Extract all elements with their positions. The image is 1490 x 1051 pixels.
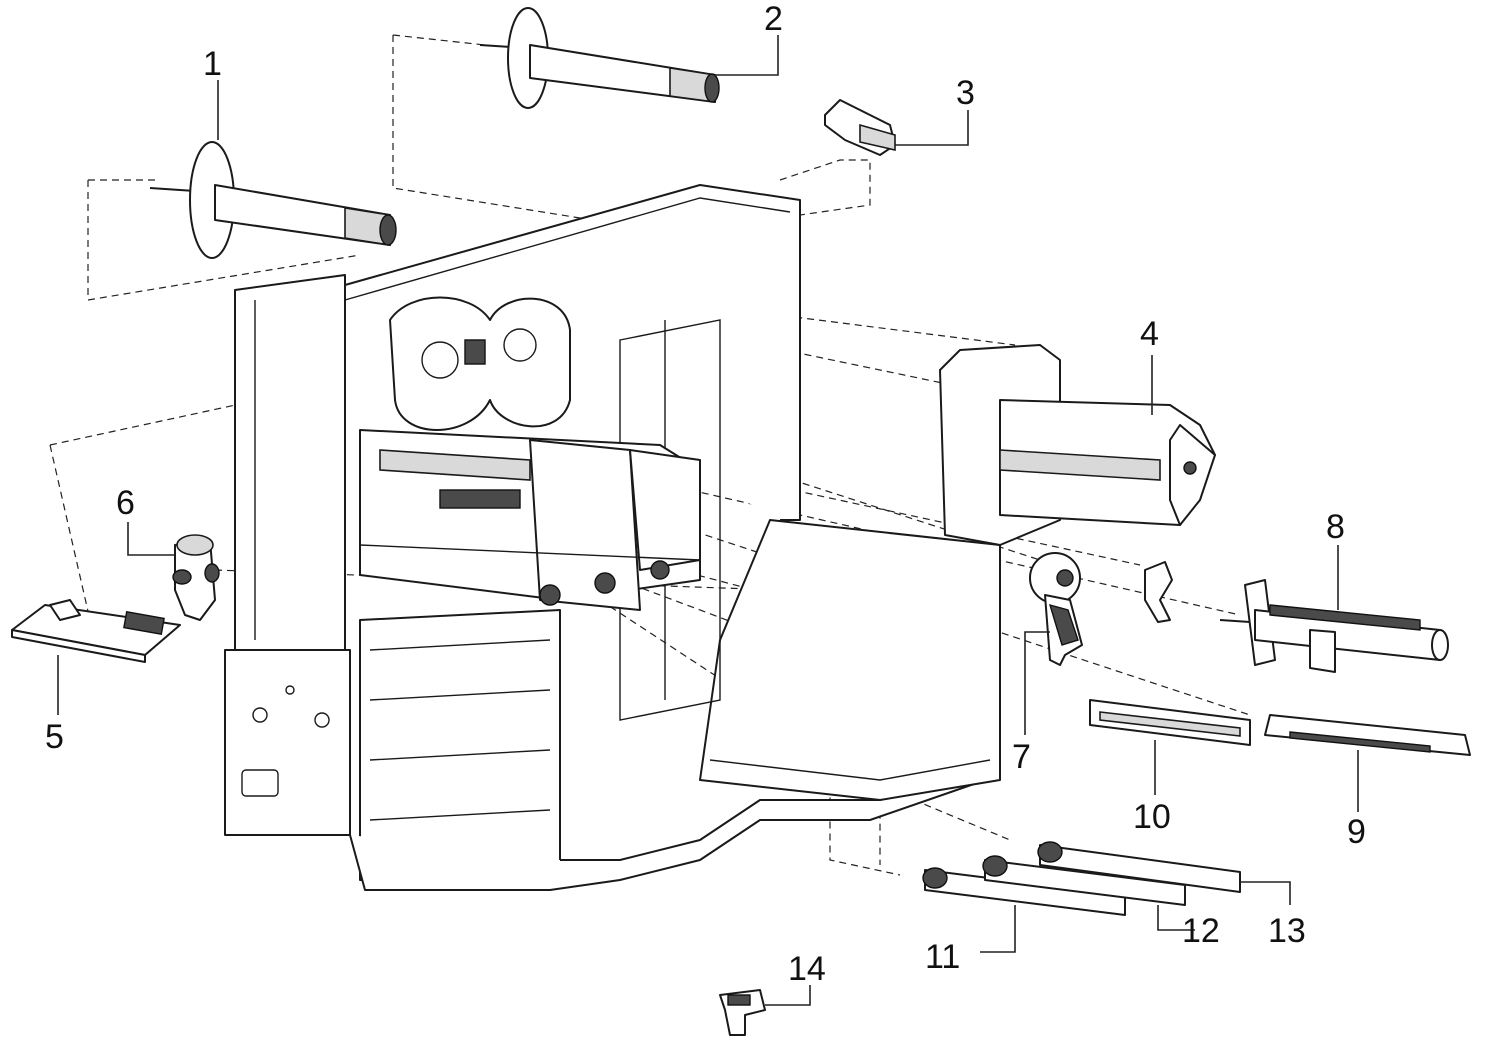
part-14-clip: [719, 989, 766, 1036]
part-10-rail: [1089, 699, 1251, 746]
callout-11: 11: [925, 938, 960, 976]
part-1-supply-spindle: [149, 141, 397, 259]
part-3-bracket: [824, 99, 896, 156]
callout-1: 1: [203, 45, 222, 83]
part-5-sensor-plate: [11, 599, 181, 663]
callout-leader-lines: [57, 35, 1359, 1006]
callout-12: 12: [1182, 912, 1220, 950]
callout-2: 2: [764, 0, 783, 38]
callout-3: 3: [956, 74, 975, 112]
callout-5: 5: [45, 718, 64, 756]
callout-9: 9: [1347, 813, 1366, 851]
part-9-tear-bar: [1264, 714, 1471, 756]
part-8-roller-assembly: [1219, 579, 1449, 673]
callout-14: 14: [788, 950, 826, 988]
callout-labels: 1 2 3 4 5 6 7 8 9 10 11 12 13 14: [45, 0, 1366, 988]
callout-13: 13: [1268, 912, 1306, 950]
callout-8: 8: [1326, 508, 1345, 546]
callout-6: 6: [116, 484, 135, 522]
callout-4: 4: [1140, 315, 1159, 353]
part-4-cover: [939, 344, 1216, 546]
part-2-rewind-spindle: [479, 7, 720, 109]
part-6-knob: [172, 534, 220, 621]
callout-7: 7: [1012, 738, 1031, 776]
parts-11-12-13-rollers: [922, 841, 1241, 916]
printer-chassis: [224, 184, 1001, 891]
callout-10: 10: [1133, 798, 1171, 836]
part-7-lever: [1029, 552, 1173, 666]
